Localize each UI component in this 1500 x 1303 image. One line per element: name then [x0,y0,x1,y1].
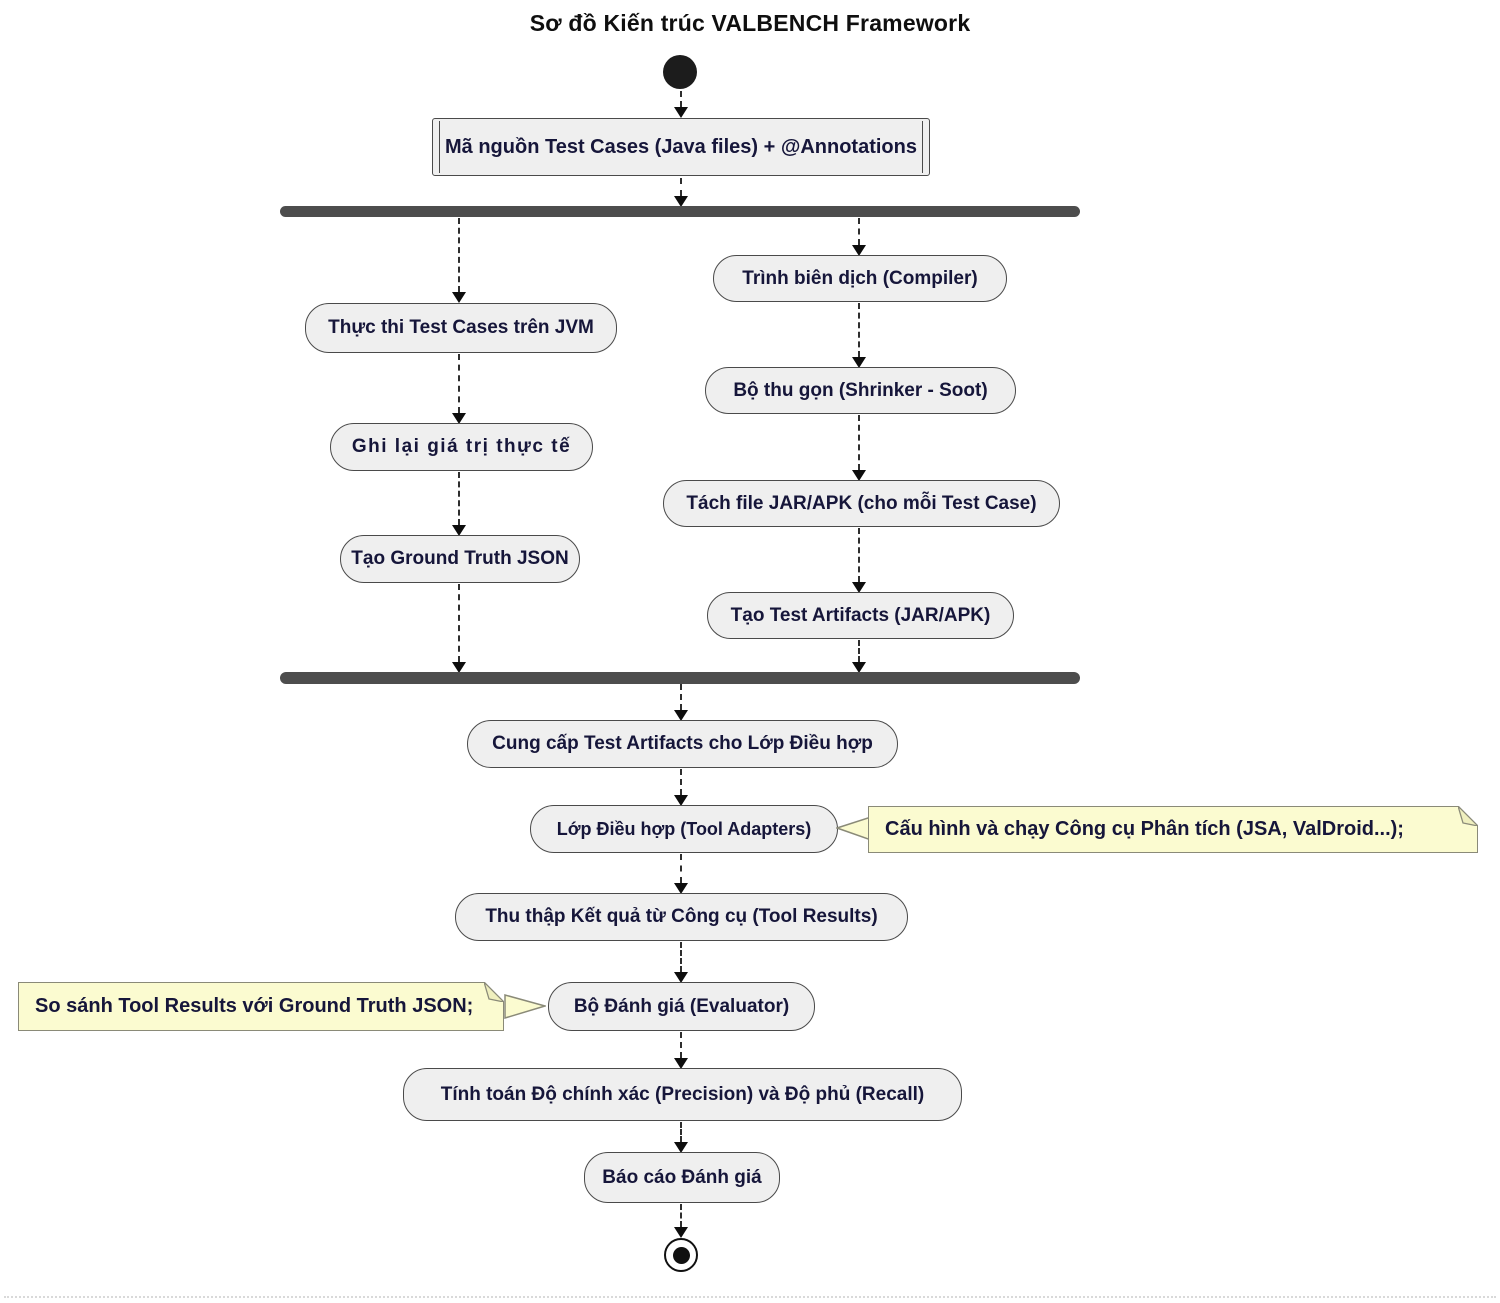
arrowhead-icon [674,972,688,983]
activity-test-artifacts-label: Tạo Test Artifacts (JAR/APK) [730,604,991,626]
activity-tool-adapters-label: Lớp Điều hợp (Tool Adapters) [556,818,812,839]
activity-shrinker-label: Bộ thu gọn (Shrinker - Soot) [733,379,988,401]
flow-arrow-execute-record [452,354,466,424]
activity-test-artifacts: Tạo Test Artifacts (JAR/APK) [707,592,1014,639]
flow-arrow-fork-execute [452,218,466,303]
activity-split-jar-apk: Tách file JAR/APK (cho mỗi Test Case) [663,480,1060,527]
activity-split-jar-apk-label: Tách file JAR/APK (cho mỗi Test Case) [686,492,1037,514]
note-adapter-text: Cấu hình và chạy Công cụ Phân tích (JSA,… [885,818,1404,840]
activity-ground-truth-json: Tạo Ground Truth JSON [340,535,580,583]
arrowhead-icon [674,1227,688,1238]
arrowhead-icon [674,883,688,894]
join-bar [280,672,1080,684]
start-node [663,55,697,89]
activity-compiler-label: Trình biên dịch (Compiler) [742,267,978,289]
arrowhead-icon [852,662,866,673]
activity-record-values-label: Ghi lại giá trị thực tế [351,436,572,457]
arrowhead-icon [852,245,866,256]
arrowhead-icon [452,662,466,673]
activity-shrinker: Bộ thu gọn (Shrinker - Soot) [705,367,1016,414]
arrowhead-icon [674,795,688,806]
flow-arrow-collect-evaluator [674,942,688,983]
flow-arrow-record-groundtruth [452,472,466,536]
flow-arrow-adapters-collect [674,854,688,894]
note-pointer-left-icon [836,815,872,842]
arrowhead-icon [674,710,688,721]
arrowhead-icon [452,413,466,424]
activity-report-label: Báo cáo Đánh giá [602,1166,762,1188]
activity-evaluator: Bộ Đánh giá (Evaluator) [548,982,815,1031]
flow-arrow-start-source [674,91,688,118]
note-adapter: Cấu hình và chạy Công cụ Phân tích (JSA,… [868,806,1478,853]
activity-metrics-label: Tính toán Độ chính xác (Precision) và Độ… [440,1083,925,1105]
flow-arrow-fork-compiler [852,218,866,256]
end-node [664,1238,698,1272]
page-edge-dots [4,1296,1496,1298]
end-node-dot [672,1246,690,1264]
arrowhead-icon [674,1142,688,1153]
flow-arrow-split-artifacts [852,528,866,593]
activity-metrics: Tính toán Độ chính xác (Precision) và Độ… [403,1068,962,1121]
note-fold-icon [1458,806,1478,826]
diagram-title: Sơ đồ Kiến trúc VALBENCH Framework [529,10,971,36]
activity-execute-jvm-label: Thực thi Test Cases trên JVM [328,317,594,338]
activity-provide-artifacts-label: Cung cấp Test Artifacts cho Lớp Điều hợp [492,733,873,754]
arrowhead-icon [452,292,466,303]
activity-provide-artifacts: Cung cấp Test Artifacts cho Lớp Điều hợp [467,720,898,768]
activity-tool-adapters: Lớp Điều hợp (Tool Adapters) [530,805,838,853]
flow-arrow-source-fork [674,178,688,207]
activity-collect-results-label: Thu thập Kết quả từ Công cụ (Tool Result… [485,906,878,927]
activity-evaluator-label: Bộ Đánh giá (Evaluator) [573,995,790,1017]
activity-ground-truth-json-label: Tạo Ground Truth JSON [351,548,569,569]
arrowhead-icon [852,582,866,593]
flow-arrow-evaluator-metrics [674,1032,688,1069]
arrowhead-icon [852,357,866,368]
activity-source-code-label: Mã nguồn Test Cases (Java files) + @Anno… [444,135,917,158]
flow-arrow-join-provide [674,684,688,721]
note-fold-icon [484,982,504,1002]
activity-collect-results: Thu thập Kết quả từ Công cụ (Tool Result… [455,893,908,941]
flow-arrow-provide-adapters [674,769,688,806]
activity-report: Báo cáo Đánh giá [584,1152,780,1203]
flow-arrow-compiler-shrinker [852,303,866,368]
note-pointer-right-icon [504,994,546,1020]
flow-arrow-metrics-report [674,1122,688,1153]
fork-bar [280,206,1080,217]
note-evaluator-text: So sánh Tool Results với Ground Truth JS… [35,995,474,1017]
arrowhead-icon [852,470,866,481]
activity-source-code: Mã nguồn Test Cases (Java files) + @Anno… [432,118,930,176]
arrowhead-icon [674,107,688,118]
flow-arrow-groundtruth-join [452,584,466,673]
flow-arrow-artifacts-join [852,640,866,673]
arrowhead-icon [674,196,688,207]
arrowhead-icon [452,525,466,536]
arrowhead-icon [674,1058,688,1069]
flow-arrow-report-end [674,1204,688,1238]
note-evaluator: So sánh Tool Results với Ground Truth JS… [18,982,504,1031]
activity-record-values: Ghi lại giá trị thực tế [330,423,593,471]
flow-arrow-shrinker-split [852,415,866,481]
activity-execute-jvm: Thực thi Test Cases trên JVM [305,303,617,353]
activity-compiler: Trình biên dịch (Compiler) [713,255,1007,302]
